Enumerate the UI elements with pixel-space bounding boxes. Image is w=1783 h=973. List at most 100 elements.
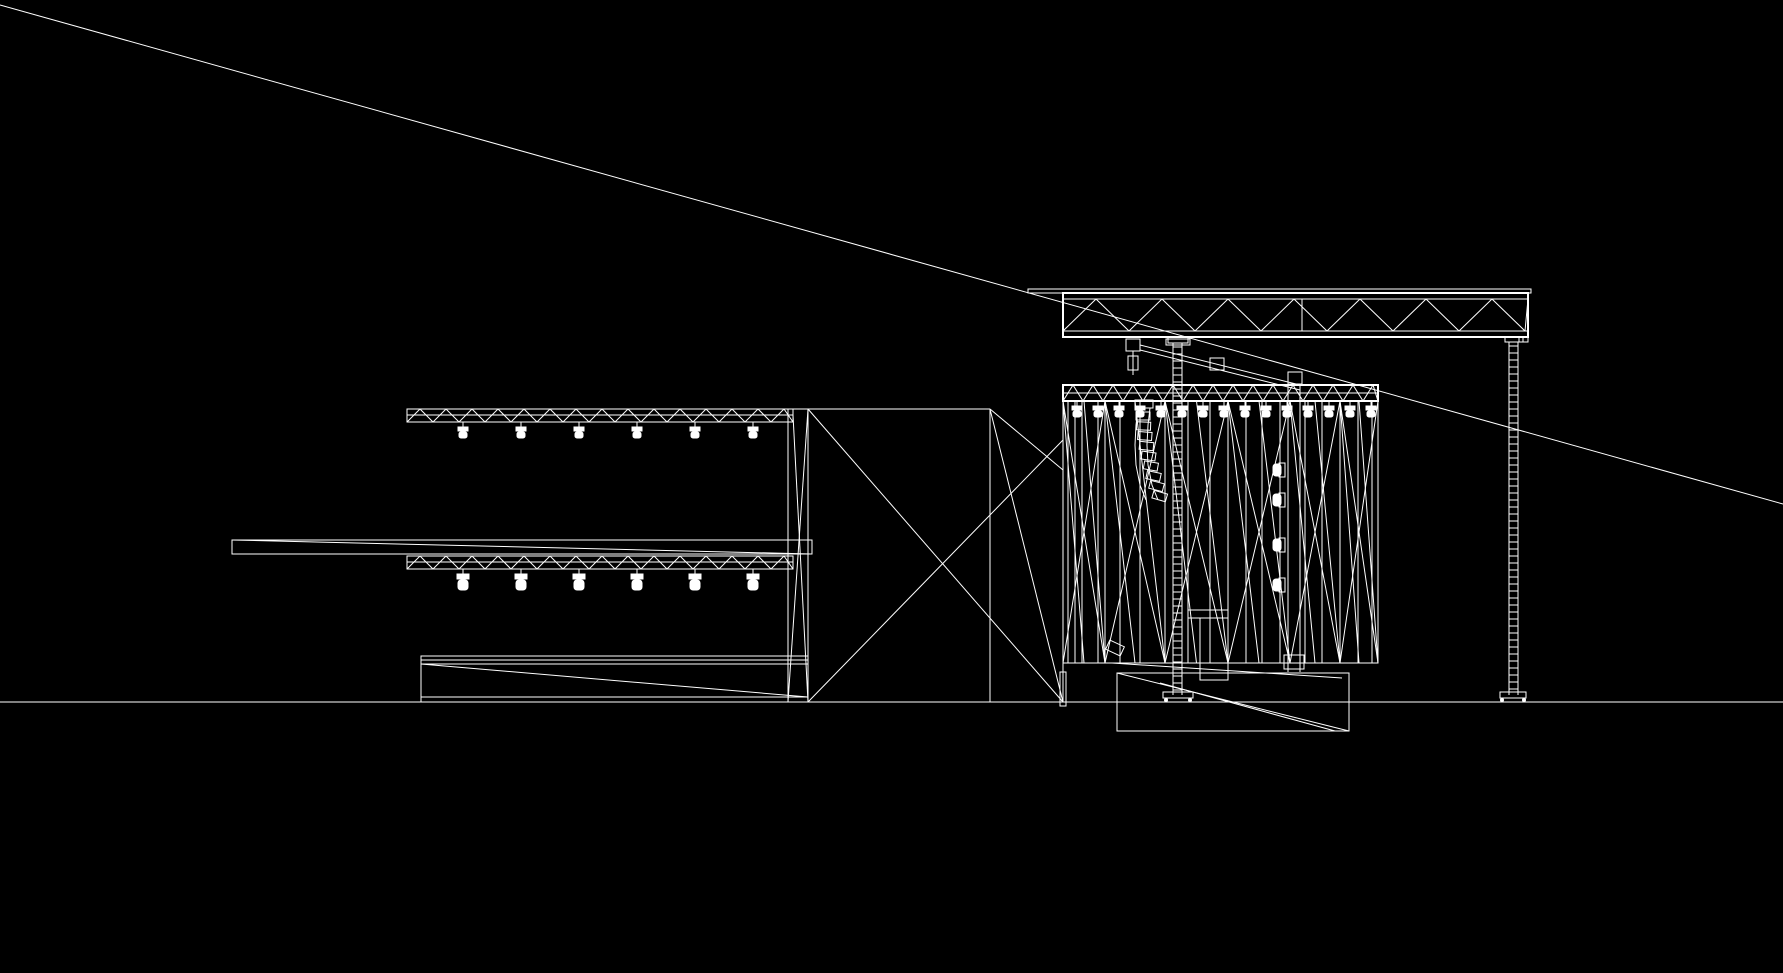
truss-brace xyxy=(1393,299,1426,331)
truss-brace xyxy=(1323,385,1333,401)
truss-brace xyxy=(1360,299,1393,331)
curtain-brace xyxy=(1105,401,1165,663)
lower-truss xyxy=(407,556,793,569)
truss-brace xyxy=(693,409,706,422)
light-fixture xyxy=(690,422,700,438)
fixture-head xyxy=(459,432,467,438)
curtain-brace xyxy=(1228,401,1259,663)
fixture-head xyxy=(458,580,468,590)
speaker-box xyxy=(1152,490,1168,502)
truss-brace xyxy=(706,556,719,569)
fixture-base xyxy=(1324,406,1334,410)
fixture-base xyxy=(516,427,526,431)
truss-brace xyxy=(1492,299,1525,331)
truss-brace xyxy=(680,409,693,422)
speaker-boxes xyxy=(1136,412,1168,502)
truss-brace xyxy=(1333,385,1343,401)
right-stage xyxy=(1028,289,1531,731)
truss-brace xyxy=(1195,299,1228,331)
fixture-base xyxy=(457,574,469,579)
scrim-frame xyxy=(788,409,1063,702)
curtain-brace xyxy=(1105,401,1135,663)
truss-brace xyxy=(758,409,771,422)
truss-brace xyxy=(550,409,563,422)
truss-brace xyxy=(1203,385,1213,401)
fixture-head xyxy=(633,432,641,438)
fixture-head xyxy=(1073,411,1081,417)
truss-brace xyxy=(719,556,732,569)
truss-brace xyxy=(771,556,784,569)
fixture-head xyxy=(517,432,525,438)
truss-brace xyxy=(1183,385,1193,401)
truss-brace xyxy=(1294,299,1327,331)
truss-brace xyxy=(472,409,485,422)
truss-brace xyxy=(420,409,433,422)
truss-brace xyxy=(537,409,550,422)
fixture-head xyxy=(574,580,584,590)
light-fixture xyxy=(689,569,701,590)
truss-brace xyxy=(1293,385,1303,401)
truss-brace xyxy=(1073,385,1083,401)
light-fixture xyxy=(631,569,643,590)
truss-brace xyxy=(563,409,576,422)
truss-brace xyxy=(459,409,472,422)
column-light-fixtures xyxy=(1273,463,1285,592)
truss-brace xyxy=(524,409,537,422)
light-fixture xyxy=(1240,401,1250,417)
curtain-brace xyxy=(1290,401,1340,663)
curtain-brace xyxy=(1290,401,1315,663)
truss-brace xyxy=(433,409,446,422)
fixture-base xyxy=(515,574,527,579)
truss-brace xyxy=(1426,299,1459,331)
fixture-base xyxy=(1072,406,1082,410)
fixture-head xyxy=(1157,411,1165,417)
truss-brace xyxy=(1273,385,1283,401)
truss-brace xyxy=(576,556,589,569)
truss-brace xyxy=(1303,385,1313,401)
curtain-brace xyxy=(1165,401,1197,663)
truss-brace xyxy=(537,556,550,569)
truss-brace xyxy=(719,409,732,422)
truss-brace xyxy=(1093,385,1103,401)
fixture-base xyxy=(1303,406,1313,410)
truss-brace xyxy=(615,556,628,569)
fixture-head xyxy=(691,432,699,438)
main-roof-truss xyxy=(1028,289,1531,342)
light-fixture xyxy=(515,569,527,590)
truss-brace xyxy=(1233,385,1243,401)
fixture-head xyxy=(1325,411,1333,417)
fixture-head xyxy=(1241,411,1249,417)
fixture-base xyxy=(1240,406,1250,410)
curtain-brace xyxy=(1340,401,1378,663)
curtain-brace xyxy=(1165,401,1228,663)
canopy-edge-diagonal xyxy=(232,540,812,554)
truss-brace xyxy=(732,556,745,569)
truss-brace xyxy=(407,409,420,422)
canopy-plane xyxy=(232,540,812,554)
truss-brace xyxy=(1327,299,1360,331)
truss-brace xyxy=(628,556,641,569)
light-fixture xyxy=(574,422,584,438)
fixture-base xyxy=(574,427,584,431)
curtain-brace xyxy=(1084,401,1105,663)
truss-brace xyxy=(472,556,485,569)
truss-zigzag xyxy=(1063,385,1378,401)
fixture-head xyxy=(516,580,526,590)
ladder-rungs xyxy=(1173,347,1182,690)
hoist-cluster xyxy=(1126,339,1302,390)
truss-brace xyxy=(667,556,680,569)
truss-brace xyxy=(485,409,498,422)
truss-brace xyxy=(1223,385,1233,401)
fixture-base xyxy=(631,574,643,579)
truss-brace xyxy=(511,556,524,569)
speaker-box xyxy=(1136,422,1150,430)
truss-brace xyxy=(511,409,524,422)
truss-brace xyxy=(459,556,472,569)
truss-brace xyxy=(615,409,628,422)
light-fixture xyxy=(1366,401,1376,417)
truss-brace xyxy=(680,556,693,569)
truss-brace xyxy=(1343,385,1353,401)
truss-brace xyxy=(1363,385,1373,401)
fixture-head xyxy=(1199,411,1207,417)
